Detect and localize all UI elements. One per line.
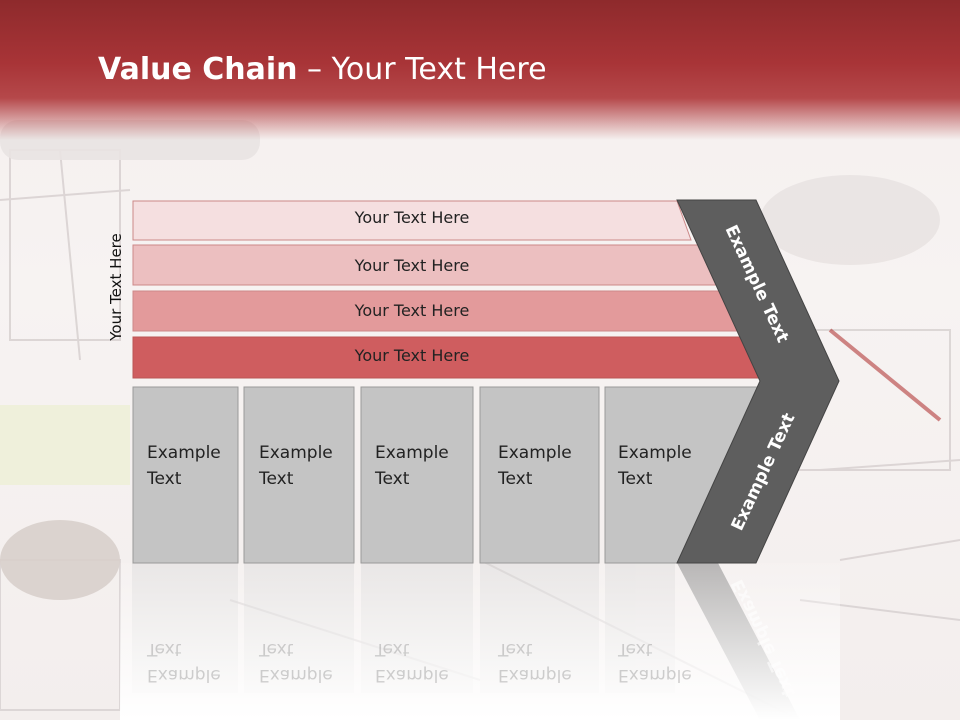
title-rest: – Your Text Here	[297, 52, 547, 87]
box-2[interactable]	[243, 386, 355, 564]
box-3-line2: Text	[375, 469, 410, 489]
box-3-reflection: Example Text	[375, 636, 449, 688]
box-2-line1: Example	[259, 443, 333, 463]
box-2-reflection: Example Text	[259, 636, 333, 688]
box-1-refl-line2: Text	[147, 639, 182, 659]
box-3-refl-line1: Example	[375, 665, 449, 685]
box-3-refl-line2: Text	[375, 639, 410, 659]
band-4-label: Your Text Here	[354, 346, 470, 365]
band-1[interactable]	[132, 200, 692, 241]
box-4[interactable]	[479, 386, 600, 564]
box-3-line1: Example	[375, 443, 449, 463]
box-4-reflection: Example Text	[498, 636, 572, 688]
box-5-line2: Text	[618, 469, 653, 489]
box-4-line2: Text	[498, 469, 533, 489]
title-bold: Value Chain	[98, 52, 298, 87]
box-4-refl-line2: Text	[498, 639, 533, 659]
box-5-refl-line2: Text	[618, 639, 653, 659]
box-2-refl-line2: Text	[259, 639, 294, 659]
band-3-label: Your Text Here	[354, 301, 470, 320]
box-5-refl-line1: Example	[618, 665, 692, 685]
band-2-label: Your Text Here	[354, 256, 470, 275]
box-1[interactable]	[132, 386, 239, 564]
band-1-label: Your Text Here	[354, 208, 470, 227]
box-1-line2: Text	[147, 469, 182, 489]
slide-title[interactable]: Value Chain – Your Text Here	[98, 52, 547, 87]
box-1-refl-line1: Example	[147, 665, 221, 685]
title-band	[0, 0, 960, 140]
box-2-line2: Text	[259, 469, 294, 489]
box-2-refl-line1: Example	[259, 665, 333, 685]
box-5-line1: Example	[618, 443, 692, 463]
box-4-refl-line1: Example	[498, 665, 572, 685]
chevron-arrow[interactable]	[676, 199, 840, 564]
box-1-line1: Example	[147, 443, 221, 463]
box-1-reflection: Example Text	[147, 636, 221, 688]
box-3[interactable]	[360, 386, 474, 564]
box-5-reflection: Example Text	[618, 636, 692, 688]
box-4-line1: Example	[498, 443, 572, 463]
